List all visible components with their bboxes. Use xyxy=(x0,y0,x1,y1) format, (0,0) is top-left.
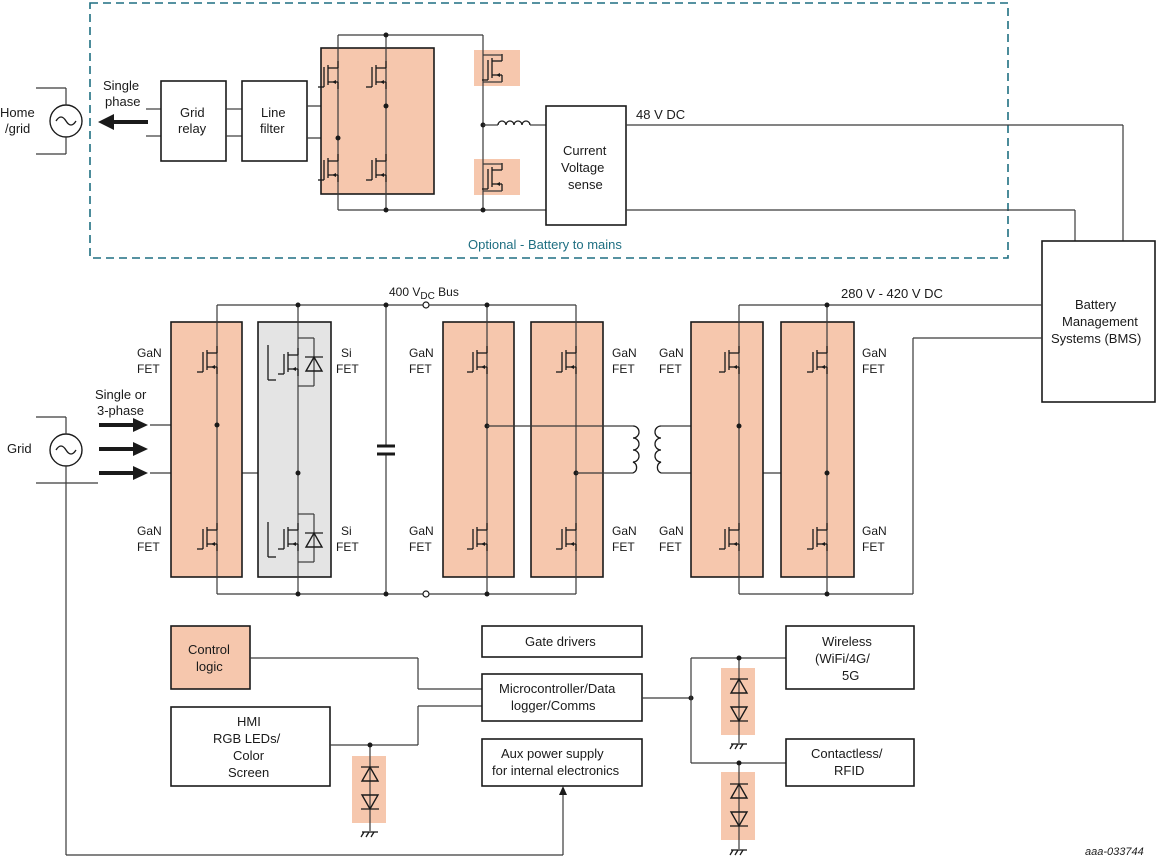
single-phase-label-1: Single xyxy=(103,78,139,93)
aux-label-2: for internal electronics xyxy=(492,763,620,778)
sense-label-3: sense xyxy=(568,177,603,192)
control-logic-box xyxy=(170,625,251,690)
wireless-label-2: (WiFi/4G/ xyxy=(815,651,870,666)
contactless-tvs-block xyxy=(721,772,755,840)
optional-section-label: Optional - Battery to mains xyxy=(468,237,622,252)
dc48-label: 48 V DC xyxy=(636,107,685,122)
line-filter-label-2: filter xyxy=(260,121,285,136)
line-filter-box xyxy=(241,80,308,162)
gate-drivers-box xyxy=(481,625,643,658)
home-grid-label-2: /grid xyxy=(5,121,30,136)
bus-label: 400 VDC Bus xyxy=(389,285,459,302)
sense-label-2: Voltage xyxy=(561,160,604,175)
primary-gan-block-1 xyxy=(442,321,515,578)
fet-label-4b: FET xyxy=(612,540,635,554)
si-fet-label-a: FET xyxy=(336,362,359,376)
wireless-label-1: Wireless xyxy=(822,634,872,649)
hmi-label-2: RGB LEDs/ xyxy=(213,731,281,746)
gan-label-1a: GaN xyxy=(137,346,162,360)
optional-section-border xyxy=(89,2,1009,259)
input-arrows-icon xyxy=(99,418,148,480)
contactless-label-2: RFID xyxy=(834,763,864,778)
bms-label-3: Systems (BMS) xyxy=(1051,331,1141,346)
fet-label-1a: FET xyxy=(137,362,160,376)
bms-label-2: Management xyxy=(1062,314,1138,329)
fet-label-6a: FET xyxy=(862,362,885,376)
single-phase-label-2: phase xyxy=(105,94,140,109)
gan-label-6a: GaN xyxy=(862,346,887,360)
transformer-icon xyxy=(632,425,662,474)
si-body-diode-icon xyxy=(267,337,324,563)
contactless-ground-icon xyxy=(729,849,748,856)
single-phase-arrow-icon xyxy=(98,114,148,130)
grid-source-icon xyxy=(36,416,98,484)
gan-label-5a: GaN xyxy=(659,346,684,360)
gan-label-1b: GaN xyxy=(137,524,162,538)
gan-label-4a: GaN xyxy=(612,346,637,360)
top-switch-high-block xyxy=(474,50,520,86)
mcu-label-2: logger/Comms xyxy=(511,698,596,713)
gan-label-5b: GaN xyxy=(659,524,684,538)
top-switch-low-block xyxy=(474,159,520,195)
fet-label-3a: FET xyxy=(409,362,432,376)
fet-label-3b: FET xyxy=(409,540,432,554)
si-label-a: Si xyxy=(341,346,352,360)
bms-label-1: Battery xyxy=(1075,297,1117,312)
wireless-box xyxy=(785,625,915,690)
grid-relay-box xyxy=(160,80,227,162)
input-label-2: 3-phase xyxy=(97,403,144,418)
line-filter-label-1: Line xyxy=(261,105,286,120)
wireless-label-3: 5G xyxy=(842,668,859,683)
hmi-ground-icon xyxy=(360,831,379,838)
bms-box xyxy=(1041,240,1156,403)
fet-label-5b: FET xyxy=(659,540,682,554)
si-fet-label-b: FET xyxy=(336,540,359,554)
control-logic-label-2: logic xyxy=(196,659,223,674)
wireless-tvs-block xyxy=(721,668,755,735)
hmi-tvs-block xyxy=(352,756,386,823)
hmi-label-3: Color xyxy=(233,748,265,763)
dc-range-label: 280 V - 420 V DC xyxy=(841,286,943,301)
gan-label-6b: GaN xyxy=(862,524,887,538)
fet-label-6b: FET xyxy=(862,540,885,554)
figure-id: aaa-033744 xyxy=(1085,846,1144,858)
input-label-1: Single or xyxy=(95,387,147,402)
fet-label-1b: FET xyxy=(137,540,160,554)
gan-label-4b: GaN xyxy=(612,524,637,538)
grid-relay-label-1: Grid xyxy=(180,105,205,120)
mcu-box xyxy=(481,673,643,722)
home-grid-label-1: Home xyxy=(0,105,35,120)
aux-label-1: Aux power supply xyxy=(501,746,604,761)
gan-label-3b: GaN xyxy=(409,524,434,538)
aux-power-box xyxy=(481,738,643,787)
bus-capacitor-icon xyxy=(377,444,395,456)
gate-drivers-label: Gate drivers xyxy=(525,634,596,649)
top-h-bridge-block xyxy=(320,47,435,195)
grid-label: Grid xyxy=(7,441,32,456)
grid-relay-label-2: relay xyxy=(178,121,207,136)
si-fet-block xyxy=(257,321,332,578)
fet-label-5a: FET xyxy=(659,362,682,376)
contactless-box xyxy=(785,738,915,787)
fet-label-4a: FET xyxy=(612,362,635,376)
current-voltage-sense-box xyxy=(545,105,627,226)
primary-gan-block-2 xyxy=(530,321,604,578)
control-logic-label-1: Control xyxy=(188,642,230,657)
inductor-icon xyxy=(497,120,531,126)
hmi-label-4: Screen xyxy=(228,765,269,780)
hmi-box xyxy=(170,706,331,787)
gan-label-3a: GaN xyxy=(409,346,434,360)
sense-label-1: Current xyxy=(563,143,607,158)
home-grid-source-icon xyxy=(36,87,83,155)
wireless-ground-icon xyxy=(729,743,748,750)
si-label-b: Si xyxy=(341,524,352,538)
aux-feed-arrow-icon xyxy=(559,786,567,795)
mcu-label-1: Microcontroller/Data xyxy=(499,681,616,696)
contactless-label-1: Contactless/ xyxy=(811,746,883,761)
secondary-gan-block-1 xyxy=(690,321,764,578)
hmi-label-1: HMI xyxy=(237,714,261,729)
